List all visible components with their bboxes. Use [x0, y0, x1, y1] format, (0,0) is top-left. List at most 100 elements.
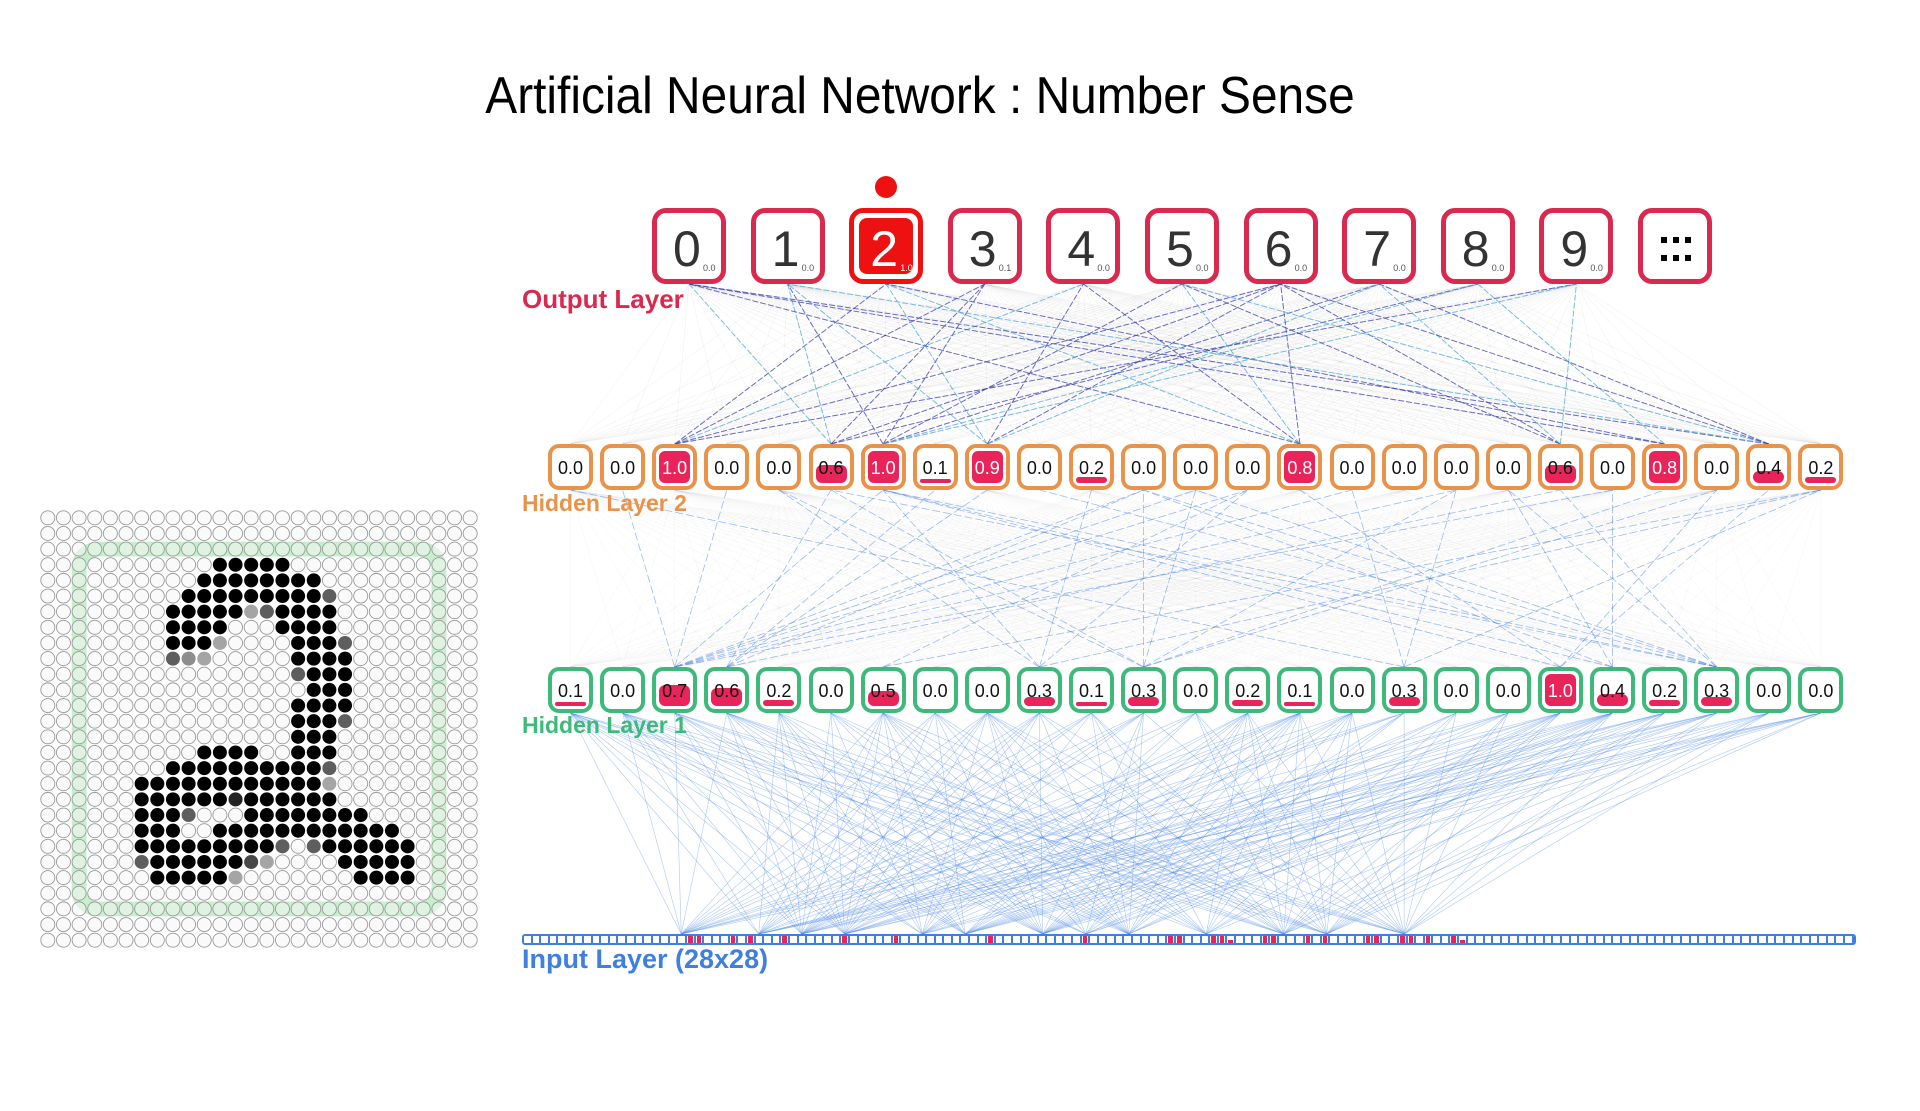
pixel-cell[interactable] [415, 917, 431, 933]
pixel-cell[interactable] [118, 557, 134, 573]
pixel-cell[interactable] [244, 604, 259, 619]
pixel-cell[interactable] [431, 651, 447, 667]
pixel-cell[interactable] [165, 932, 181, 948]
pixel-cell[interactable] [384, 885, 400, 901]
pixel-cell[interactable] [400, 807, 416, 823]
pixel-cell[interactable] [118, 917, 134, 933]
pixel-cell[interactable] [431, 619, 447, 635]
pixel-cell[interactable] [87, 651, 103, 667]
pixel-cell[interactable] [384, 682, 400, 698]
pixel-cell[interactable] [212, 776, 227, 791]
pixel-cell[interactable] [462, 807, 478, 823]
hidden2-node[interactable]: 0.0 [1173, 444, 1219, 490]
pixel-cell[interactable] [244, 761, 259, 776]
pixel-cell[interactable] [55, 541, 71, 557]
pixel-cell[interactable] [306, 792, 321, 807]
pixel-cell[interactable] [102, 666, 118, 682]
pixel-cell[interactable] [118, 541, 134, 557]
pixel-cell[interactable] [165, 572, 181, 588]
pixel-cell[interactable] [87, 776, 103, 792]
pixel-cell[interactable] [322, 635, 337, 650]
pixel-cell[interactable] [447, 510, 463, 526]
pixel-cell[interactable] [400, 776, 416, 792]
pixel-cell[interactable] [337, 901, 353, 917]
pixel-cell[interactable] [259, 635, 275, 651]
pixel-cell[interactable] [431, 760, 447, 776]
pixel-cell[interactable] [102, 541, 118, 557]
pixel-cell[interactable] [400, 619, 416, 635]
pixel-cell[interactable] [165, 713, 181, 729]
pixel-cell[interactable] [415, 666, 431, 682]
pixel-cell[interactable] [368, 713, 384, 729]
pixel-cell[interactable] [306, 698, 321, 713]
pixel-cell[interactable] [165, 808, 180, 823]
hidden2-node[interactable]: 0.9 [964, 444, 1010, 490]
pixel-cell[interactable] [322, 589, 337, 604]
pixel-cell[interactable] [228, 761, 243, 776]
pixel-cell[interactable] [40, 525, 56, 541]
pixel-cell[interactable] [274, 885, 290, 901]
pixel-cell[interactable] [353, 651, 369, 667]
pixel-cell[interactable] [290, 838, 306, 854]
pixel-cell[interactable] [338, 651, 353, 666]
pixel-cell[interactable] [212, 651, 228, 667]
pixel-cell[interactable] [462, 682, 478, 698]
pixel-cell[interactable] [338, 698, 353, 713]
pixel-cell[interactable] [40, 729, 56, 745]
pixel-cell[interactable] [244, 589, 259, 604]
hidden2-node[interactable]: 0.0 [1016, 444, 1062, 490]
hidden1-node[interactable]: 0.5 [860, 667, 906, 713]
pixel-cell[interactable] [118, 791, 134, 807]
pixel-cell[interactable] [337, 619, 353, 635]
pixel-cell[interactable] [40, 885, 56, 901]
hidden2-node[interactable]: 1.0 [652, 444, 698, 490]
pixel-cell[interactable] [447, 932, 463, 948]
pixel-cell[interactable] [306, 541, 322, 557]
pixel-cell[interactable] [55, 510, 71, 526]
hidden1-node[interactable]: 0.0 [600, 667, 646, 713]
pixel-cell[interactable] [369, 839, 384, 854]
pixel-cell[interactable] [321, 541, 337, 557]
pixel-cell[interactable] [291, 573, 306, 588]
pixel-cell[interactable] [431, 682, 447, 698]
pixel-cell[interactable] [165, 917, 181, 933]
pixel-cell[interactable] [150, 776, 165, 791]
pixel-cell[interactable] [338, 839, 353, 854]
pixel-cell[interactable] [55, 682, 71, 698]
pixel-cell[interactable] [165, 510, 181, 526]
hidden2-node[interactable]: 0.6 [1537, 444, 1583, 490]
hidden1-node[interactable]: 0.0 [1485, 667, 1531, 713]
pixel-cell[interactable] [181, 698, 197, 714]
pixel-cell[interactable] [259, 729, 275, 745]
pixel-cell[interactable] [228, 682, 244, 698]
pixel-cell[interactable] [306, 604, 321, 619]
pixel-cell[interactable] [197, 792, 212, 807]
pixel-cell[interactable] [212, 761, 227, 776]
pixel-cell[interactable] [181, 808, 196, 823]
pixel-cell[interactable] [165, 666, 181, 682]
pixel-cell[interactable] [71, 604, 87, 620]
pixel-cell[interactable] [40, 854, 56, 870]
pixel-cell[interactable] [274, 635, 290, 651]
pixel-cell[interactable] [337, 917, 353, 933]
pixel-cell[interactable] [447, 791, 463, 807]
pixel-cell[interactable] [181, 932, 197, 948]
pixel-cell[interactable] [71, 744, 87, 760]
pixel-cell[interactable] [55, 557, 71, 573]
pixel-cell[interactable] [400, 666, 416, 682]
pixel-cell[interactable] [462, 854, 478, 870]
pixel-cell[interactable] [259, 541, 275, 557]
hidden1-node[interactable]: 0.0 [1798, 667, 1844, 713]
pixel-cell[interactable] [181, 635, 196, 650]
pixel-cell[interactable] [274, 932, 290, 948]
pixel-cell[interactable] [71, 619, 87, 635]
pixel-cell[interactable] [102, 588, 118, 604]
pixel-cell[interactable] [368, 807, 384, 823]
pixel-cell[interactable] [415, 510, 431, 526]
pixel-cell[interactable] [118, 854, 134, 870]
pixel-cell[interactable] [118, 604, 134, 620]
pixel-cell[interactable] [275, 776, 290, 791]
pixel-cell[interactable] [243, 619, 259, 635]
pixel-cell[interactable] [134, 760, 150, 776]
